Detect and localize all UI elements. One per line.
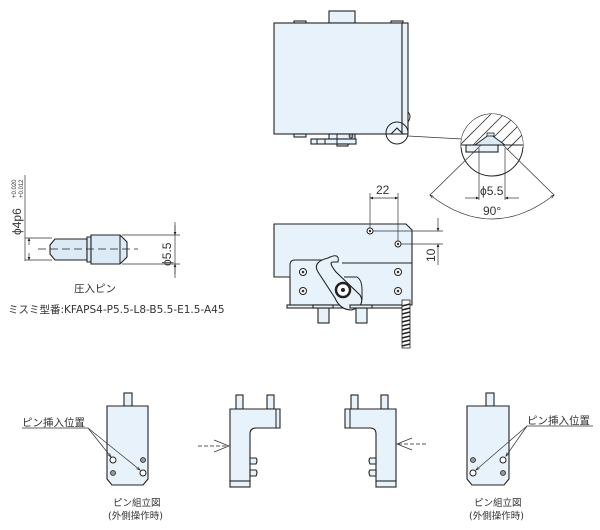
assembly-caption: ピン組立図 [113,497,161,509]
detail-leader-line [407,135,463,140]
bottom-pin-1 [317,307,330,324]
pitch-y-label: 10 [424,248,438,262]
head-diameter-label: ϕ5.5 [160,242,174,266]
pin-insert-callout: ピン挿入位置 [22,416,85,429]
pin-hole [499,456,507,464]
detail-angle-label: 90° [483,204,501,218]
screw-icon [500,470,506,476]
assembly-right-side [344,394,428,488]
assembly-caption-sub: (外側操作時) [108,510,163,522]
mount-holes [299,268,402,295]
pin-shaft [49,238,88,261]
pin-head [90,234,128,265]
top-tab [328,10,356,24]
spring-icon [401,299,411,349]
bottom-foot [336,143,349,147]
shaft-tolerance-lower: +0.012 [19,179,25,198]
top-side-plate [401,22,409,135]
top-side-bump [407,111,411,123]
part-number: ミスミ型番:KFAPS4-P5.5-L8-B5.5-E1.5-A45 [8,303,225,316]
shaft-diameter-label: ϕ4p6 [10,208,24,235]
pin-hole [139,469,147,477]
top-body [273,22,403,135]
top-view [273,10,463,147]
screw-icon [110,470,116,476]
detail-view: ϕ5.5 90° [430,113,554,220]
bottom-rail [310,138,357,145]
assembly-caption-sub: (外側操作時) [469,510,524,522]
pin-label: 圧入ピン [74,283,116,295]
pin-hole [109,456,117,464]
pitch-x-label: 22 [376,183,390,197]
assembly-left-front: ピン挿入位置 ピン組立図 (外側操作時) [22,392,163,522]
pin-insert-callout: ピン挿入位置 [527,414,590,427]
press-pin-drawing: ϕ4p6 +0.020 +0.012 ϕ5.5 圧入ピン ミスミ型番:KFAPS… [8,175,225,316]
shaft-tolerance-upper: +0.020 [12,179,18,198]
pin-hole [469,469,477,477]
assembly-right-front: ピン挿入位置 ピン組立図 (外側操作時) [466,392,593,522]
screw-icon [140,457,146,463]
assembly-caption: ピン組立図 [474,497,522,509]
detail-marker-circle [385,121,409,145]
screw-icon [348,133,354,139]
detail-diameter-label: ϕ5.5 [480,184,504,198]
front-view: 22 10 [273,183,443,349]
detail-marker-pin [389,127,405,135]
bottom-pin-2 [355,307,368,324]
screw-icon [470,457,476,463]
assembly-left-side [198,394,281,488]
bottom-lug-left [293,133,307,138]
